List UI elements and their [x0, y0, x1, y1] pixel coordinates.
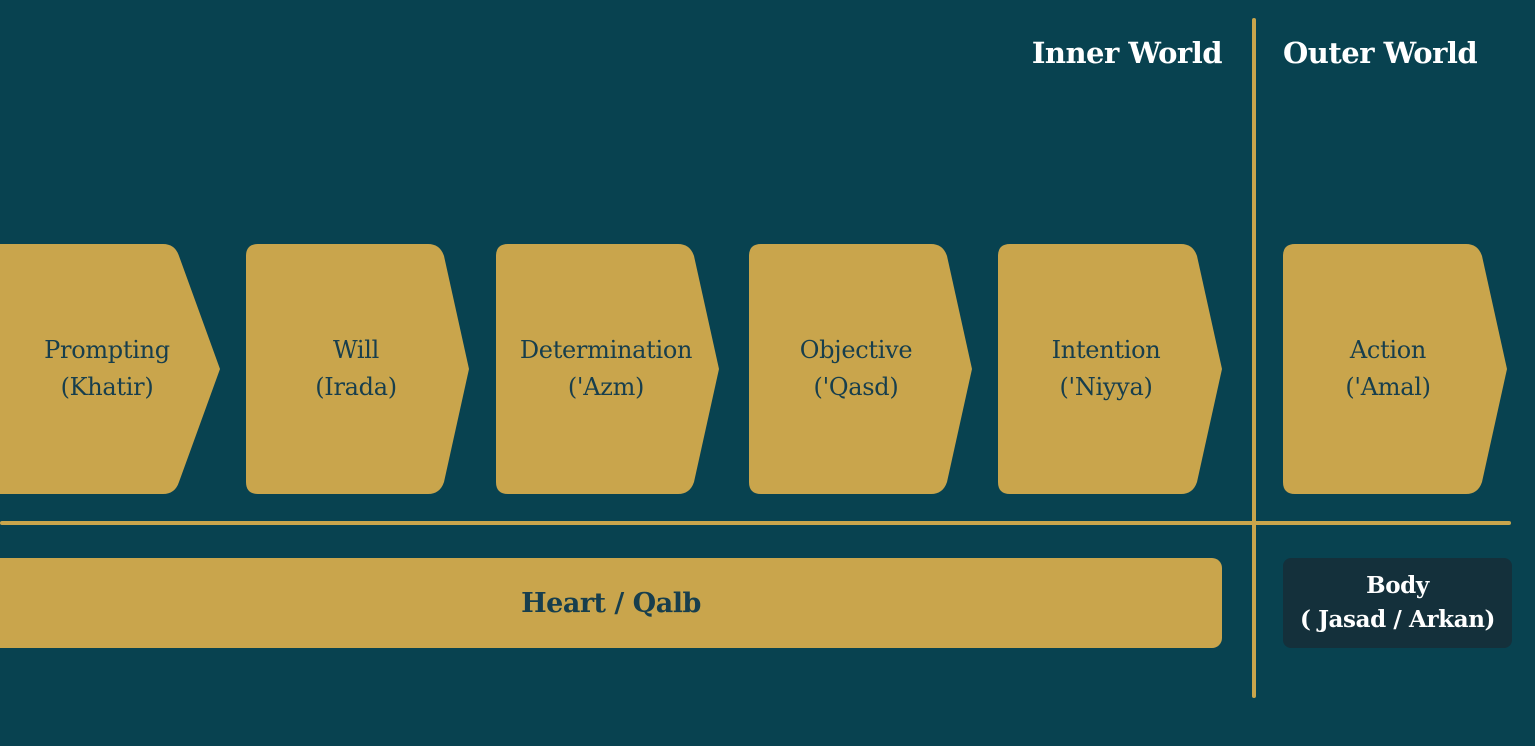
heart-label: Heart / Qalb — [521, 587, 701, 619]
step-term: ('Azm) — [567, 373, 645, 401]
step-name: Intention — [1051, 336, 1161, 364]
step-name: Prompting — [44, 336, 170, 364]
level-divider-horizontal — [0, 521, 1511, 525]
step-shape-intention — [998, 244, 1222, 494]
step-term: ('Qasd) — [813, 373, 899, 401]
step-name: Will — [332, 336, 380, 364]
step-term: (Khatir) — [60, 373, 154, 401]
step-term: (Irada) — [315, 373, 397, 401]
step-term: ('Niyya) — [1059, 373, 1153, 401]
step-will: Will (Irada) — [246, 244, 469, 494]
step-term: ('Amal) — [1345, 373, 1431, 401]
step-determination: Determination ('Azm) — [496, 244, 719, 494]
world-divider-vertical — [1252, 18, 1256, 698]
body-subtitle: ( Jasad / Arkan) — [1299, 606, 1496, 633]
step-shape-determination — [496, 244, 719, 494]
step-name: Determination — [519, 336, 693, 364]
body-title: Body — [1366, 572, 1429, 599]
outer-world-header: Outer World — [1283, 36, 1478, 70]
step-name: Action — [1349, 336, 1427, 364]
step-shape-objective — [749, 244, 972, 494]
step-name: Objective — [799, 336, 913, 364]
step-action: Action ('Amal) — [1283, 244, 1507, 494]
step-shape-action — [1283, 244, 1507, 494]
inner-world-header: Inner World — [1031, 36, 1223, 70]
step-shape-will — [246, 244, 469, 494]
step-shape-prompting — [0, 244, 220, 494]
step-intention: Intention ('Niyya) — [998, 244, 1222, 494]
step-prompting: Prompting (Khatir) — [0, 244, 220, 494]
step-objective: Objective ('Qasd) — [749, 244, 972, 494]
body-jasad-box: Body ( Jasad / Arkan) — [1283, 558, 1512, 648]
heart-qalb-bar: Heart / Qalb — [0, 558, 1222, 648]
